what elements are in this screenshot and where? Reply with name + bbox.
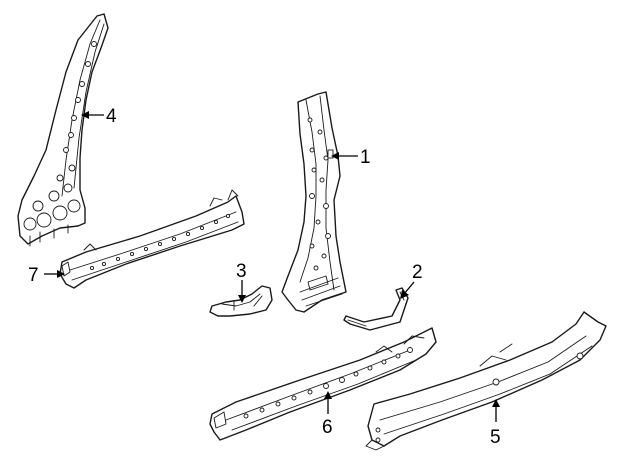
part-1-b-pillar [281,91,347,313]
callout-2-label: 2 [412,262,423,283]
part-4-a-pillar [17,13,109,247]
callout-6-label: 6 [322,417,333,438]
callout-5: 5 [490,399,501,448]
part-2-rod [343,287,409,331]
part-7-inner-rocker [59,189,245,289]
callout-2: 2 [400,262,423,299]
callout-1: 1 [331,147,371,168]
callout-7: 7 [28,265,65,286]
callout-3-label: 3 [236,261,247,282]
part-6-rocker-inner [209,327,437,441]
callout-1-label: 1 [360,147,371,168]
callout-6: 6 [322,391,333,438]
callout-7-label: 7 [28,265,39,286]
callout-3: 3 [236,261,247,303]
callout-5-label: 5 [490,427,501,448]
callout-4-label: 4 [106,106,117,127]
part-5-rocker-outer [365,311,607,451]
callout-4: 4 [81,106,117,127]
